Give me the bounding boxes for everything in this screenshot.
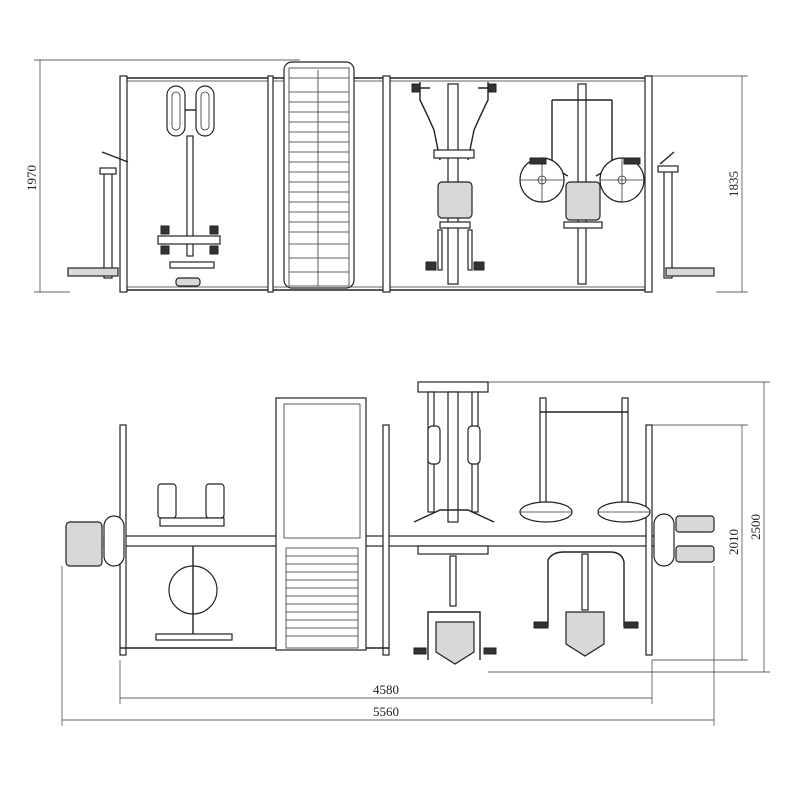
dim-plan-width-total: 5560 bbox=[373, 704, 399, 719]
ladder bbox=[283, 61, 355, 289]
right-side-stand bbox=[657, 151, 715, 279]
dim-plan-depth-inner: 2010 bbox=[726, 529, 741, 555]
dim-plan-width-inner: 4580 bbox=[373, 682, 399, 697]
pendulum-station bbox=[157, 85, 221, 287]
front-elevation bbox=[67, 61, 715, 293]
dim-plan-depth: 2500 bbox=[748, 514, 763, 540]
chest-press-station bbox=[411, 82, 497, 285]
dim-front-height: 1970 bbox=[24, 165, 39, 191]
dimension-lines bbox=[34, 59, 770, 726]
left-side-stand bbox=[67, 151, 129, 279]
plan-view bbox=[65, 381, 715, 665]
wheel-station bbox=[519, 83, 645, 285]
dim-front-height-right: 1835 bbox=[726, 171, 741, 197]
